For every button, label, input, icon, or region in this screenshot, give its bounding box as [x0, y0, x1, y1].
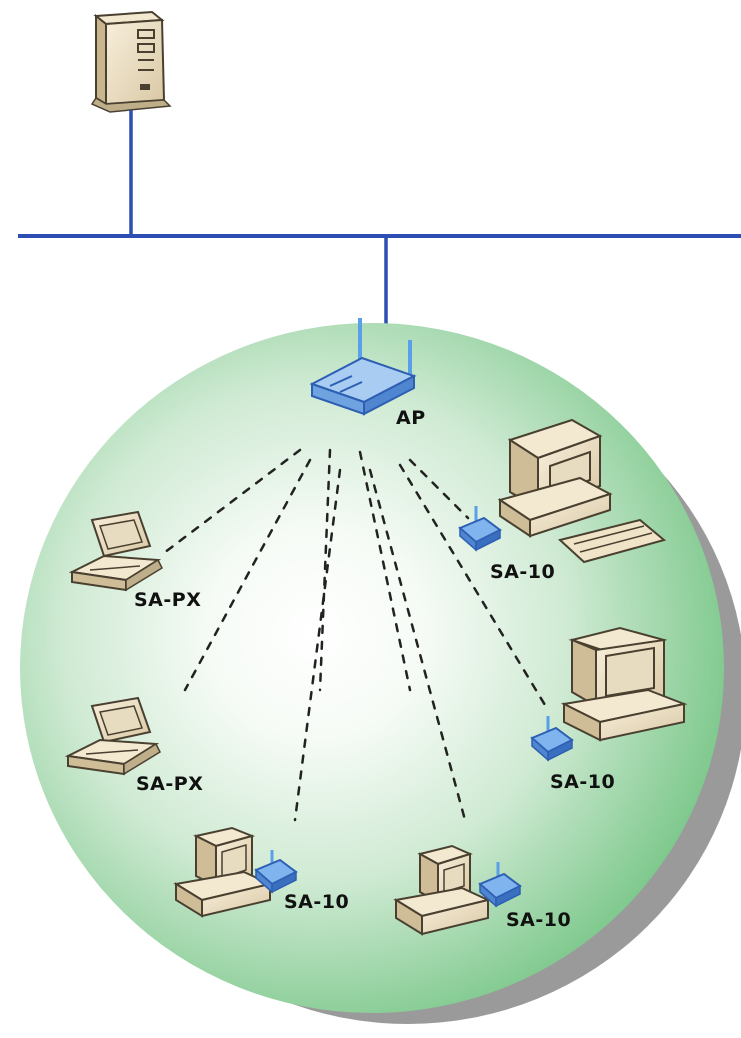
sa10-label-bottom-center: SA-10 [506, 909, 571, 931]
desktop-computer-icon [393, 844, 492, 936]
sapx-label-upper: SA-PX [134, 589, 201, 611]
access-point-icon [309, 318, 417, 416]
radio-link [158, 448, 302, 558]
radio-link [293, 468, 342, 822]
wireless-adapter-icon [254, 850, 298, 894]
radio-link [318, 448, 332, 692]
sapx-label-lower: SA-PX [136, 773, 203, 795]
wireless-adapter-icon [530, 716, 574, 762]
radio-link [368, 468, 467, 822]
sa10-label-top-right: SA-10 [490, 561, 555, 583]
ap-label: AP [396, 407, 426, 429]
desktop-computer-icon [173, 826, 274, 918]
sa10-label-bottom-left: SA-10 [284, 891, 349, 913]
desktop-computer-icon [560, 626, 688, 742]
sa10-label-right: SA-10 [550, 771, 615, 793]
server-icon [90, 10, 172, 113]
laptop-icon [68, 510, 163, 592]
radio-link [398, 463, 550, 712]
wireless-adapter-icon [478, 862, 522, 908]
network-lines [18, 110, 741, 360]
wireless-adapter-icon [458, 506, 502, 552]
radio-links [158, 448, 550, 822]
radio-link [408, 458, 470, 520]
desktop-computer-icon [497, 418, 667, 564]
laptop-icon [64, 696, 161, 776]
radio-link [183, 458, 312, 692]
